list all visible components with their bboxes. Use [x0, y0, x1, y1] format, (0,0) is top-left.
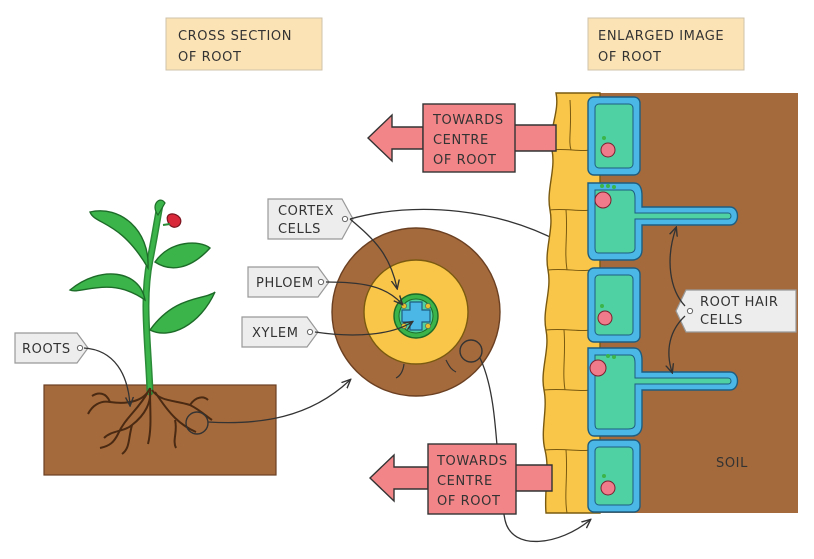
enlarged-title: ENLARGED IMAGE OF ROOT: [587, 17, 745, 71]
enlarged-title-line1: ENLARGED IMAGE: [598, 29, 724, 44]
leaf: [154, 199, 166, 217]
plant-roots: [87, 387, 213, 455]
soil-label: SOIL: [716, 456, 748, 471]
leaf: [148, 291, 216, 334]
roots-label: ROOTS: [14, 332, 89, 364]
xylem-label: XYLEM: [241, 316, 319, 348]
cross-section-phloem: [401, 303, 407, 309]
arrow-top-line1: TOWARDS: [432, 113, 504, 128]
root-cross-section: [331, 227, 501, 397]
cross-section-title: CROSS SECTION OF ROOT: [165, 17, 323, 71]
epidermis-cell: [587, 96, 641, 176]
root-hair-label-line1: ROOT HAIR: [700, 295, 779, 310]
cross-section-title-line2: OF ROOT: [178, 50, 241, 65]
arrow-bottom-line3: OF ROOT: [437, 494, 500, 509]
plant-illustration: [43, 199, 277, 476]
phloem-label-text: PHLOEM: [256, 276, 314, 291]
towards-centre-arrow-top: TOWARDS CENTRE OF ROOT: [366, 103, 557, 173]
epidermis-cell: [587, 267, 641, 343]
arrow-bottom-line2: CENTRE: [437, 474, 493, 489]
leaf: [68, 273, 146, 302]
leaf: [89, 210, 149, 271]
enlarged-title-line2: OF ROOT: [598, 50, 661, 65]
arrow-bottom-line1: TOWARDS: [436, 454, 508, 469]
flower-bud: [166, 213, 182, 228]
root-hair-cell: [587, 182, 739, 261]
cross-section-title-line1: CROSS SECTION: [178, 29, 292, 44]
arrow-top-line2: CENTRE: [433, 133, 489, 148]
cortex-cells-label: CORTEX CELLS: [267, 198, 354, 240]
cross-section-xylem: [401, 301, 431, 331]
enlarged-cortex: [542, 92, 601, 514]
cortex-label-line1: CORTEX: [278, 204, 334, 219]
leaf: [154, 242, 212, 269]
roots-label-text: ROOTS: [22, 342, 71, 357]
root-hair-cells-label: ROOT HAIR CELLS: [675, 289, 797, 333]
towards-centre-arrow-bottom: TOWARDS CENTRE OF ROOT: [368, 443, 553, 515]
phloem-label: PHLOEM: [247, 266, 330, 298]
root-hair-label-line2: CELLS: [700, 313, 743, 328]
arrow-top-line3: OF ROOT: [433, 153, 496, 168]
root-hair-cell: [587, 347, 739, 437]
epidermis-cell: [587, 439, 641, 513]
cortex-label-line2: CELLS: [278, 222, 321, 237]
xylem-label-text: XYLEM: [252, 326, 299, 341]
